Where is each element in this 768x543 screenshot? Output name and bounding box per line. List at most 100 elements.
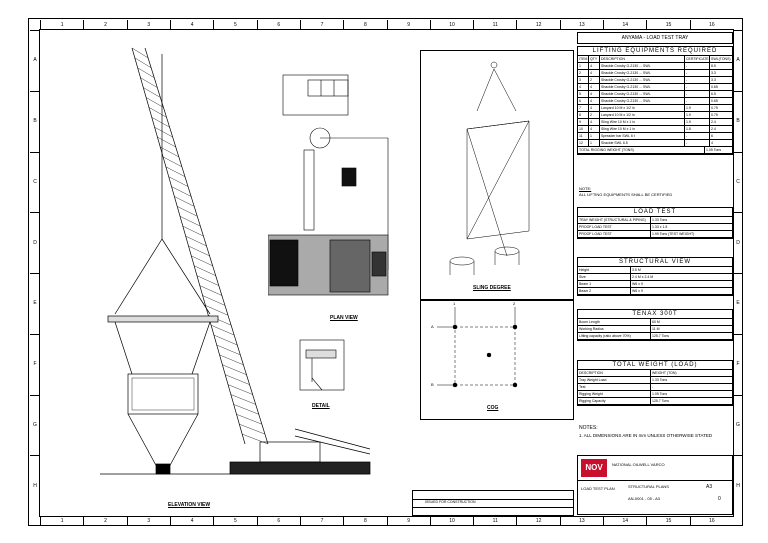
lifting-cell: 1 (579, 64, 581, 68)
row-label: Lifting capacity (ratio above 70%) (579, 334, 631, 338)
col-marker-7: 7 (299, 516, 343, 526)
row-marker-b: B (733, 90, 743, 152)
company-logo: NOV (581, 459, 607, 477)
col-marker-14: 14 (603, 516, 646, 526)
lifting-cell: - (684, 84, 709, 90)
plan-view-label: PLAN VIEW (330, 315, 358, 321)
lifting-cell: 1 (588, 140, 599, 146)
col-marker-9: 9 (386, 20, 430, 30)
drawing-header-title: ANYAMA - LOAD TEST TRAY (621, 35, 689, 41)
col-marker-3: 3 (126, 20, 170, 30)
lifting-cell: 4 (588, 70, 599, 76)
total-weight-header-description: DESCRIPTION (579, 371, 603, 375)
lifting-cell: Shackle Crosby G-2130 ... SWL (599, 63, 684, 69)
plan-view-drawing (268, 74, 389, 296)
row-marker-g: G (733, 394, 743, 456)
col-marker-12: 12 (516, 516, 559, 526)
col-marker-15: 15 (646, 516, 689, 526)
lifting-cell: - (684, 77, 709, 83)
lifting-cell: Shackle Crosby G-2130 ... SWL (599, 70, 684, 76)
row-label: Beam 2 (579, 289, 592, 293)
row-label: PROOF LOAD TEST (579, 232, 612, 236)
row-label: Rigging Capacity (579, 399, 606, 403)
lifting-cell: Shackle Crosby G-2130 ... SWL (599, 84, 684, 90)
lifting-cell: 10 (579, 127, 583, 131)
row-value: 1.99 Tons (TEST WEIGHT) (650, 231, 732, 237)
col-marker-4: 4 (169, 516, 213, 526)
total-weight-table: TOTAL WEIGHT (LOAD) DESCRIPTION WEIGHT (… (577, 360, 733, 406)
row-value: 1.05 Tons (650, 391, 732, 397)
lifting-cell: 6 (709, 133, 732, 139)
lifting-cell: 2 (579, 71, 581, 75)
row-marker-f: F (30, 333, 40, 395)
lifting-cell: 6 (579, 99, 581, 103)
row-value: 2.4 M x 2.4 M (630, 274, 732, 280)
cog-mark-1: 1 (453, 301, 456, 306)
load-test-title: LOAD TEST (578, 208, 732, 217)
col-marker-1: 1 (40, 20, 83, 30)
drawing-header: ANYAMA - LOAD TEST TRAY (577, 32, 733, 44)
row-marker-h: H (30, 455, 40, 516)
lifting-cell: - (684, 63, 709, 69)
sheet-size: A3 (706, 484, 713, 490)
col-marker-2: 2 (83, 20, 126, 30)
structural-view-title: STRUCTURAL VIEW (578, 258, 732, 267)
lifting-cell: Spreader bar SWL 6 t (599, 133, 684, 139)
lifting-cell: - (684, 91, 709, 97)
lifting-cell: 1.9 (684, 105, 709, 111)
lifting-cell: - (684, 70, 709, 76)
col-marker-7: 7 (299, 20, 343, 30)
drawing-number: AN-0001 - 05 - A3 (628, 496, 661, 501)
cog-drawing (437, 307, 518, 388)
row-marker-e: E (30, 273, 40, 334)
col-marker-8: 8 (343, 20, 386, 30)
lifting-cell: Lanyard 10 M x 1/2 in (599, 112, 684, 118)
lifting-header-description: DESCRIPTION (599, 56, 684, 62)
drawing-subtitle: LOAD TEST PLAN (581, 486, 615, 491)
row-label: Test (579, 385, 586, 389)
lifting-cell: Sling Wire 10 M x 1 in (599, 126, 684, 132)
lifting-cell: - (684, 133, 709, 139)
row-value: 1.33 x 1.5 (650, 224, 732, 230)
company-name: NATIONAL OILWELL VARCO (612, 462, 665, 467)
col-marker-14: 14 (603, 20, 646, 30)
total-weight-header-weight: WEIGHT (TON) (650, 370, 732, 376)
lifting-cell: Shackle Crosby G-2130 ... SWL (599, 77, 684, 83)
row-marker-b: B (30, 90, 40, 152)
lifting-cell: 3 (579, 78, 581, 82)
lifting-cell: Shackle SWL 6.5 (599, 140, 684, 146)
crane-spec-title: TENAX 300T (578, 310, 732, 319)
lifting-cell: 4 (588, 91, 599, 97)
row-label: Rigging Weight (579, 392, 603, 396)
load-test-rows: TRAY WEIGHT (STRUCTURAL & PIPING)1.33 To… (578, 217, 732, 238)
row-label: Beam 1 (579, 282, 592, 286)
lifting-cell: 4 (588, 126, 599, 132)
table-row: PROOF LOAD TEST 1.99 Tons (TEST WEIGHT) (578, 231, 732, 238)
row-marker-c: C (733, 151, 743, 213)
lifting-cell: 2 (588, 77, 599, 83)
lifting-header-item: ITEM (579, 57, 588, 61)
lifting-header-qty: QTY (588, 56, 598, 62)
detail-label: DETAIL (312, 403, 330, 409)
lifting-cell: 9 (579, 120, 581, 124)
row-marker-d: D (733, 212, 743, 273)
